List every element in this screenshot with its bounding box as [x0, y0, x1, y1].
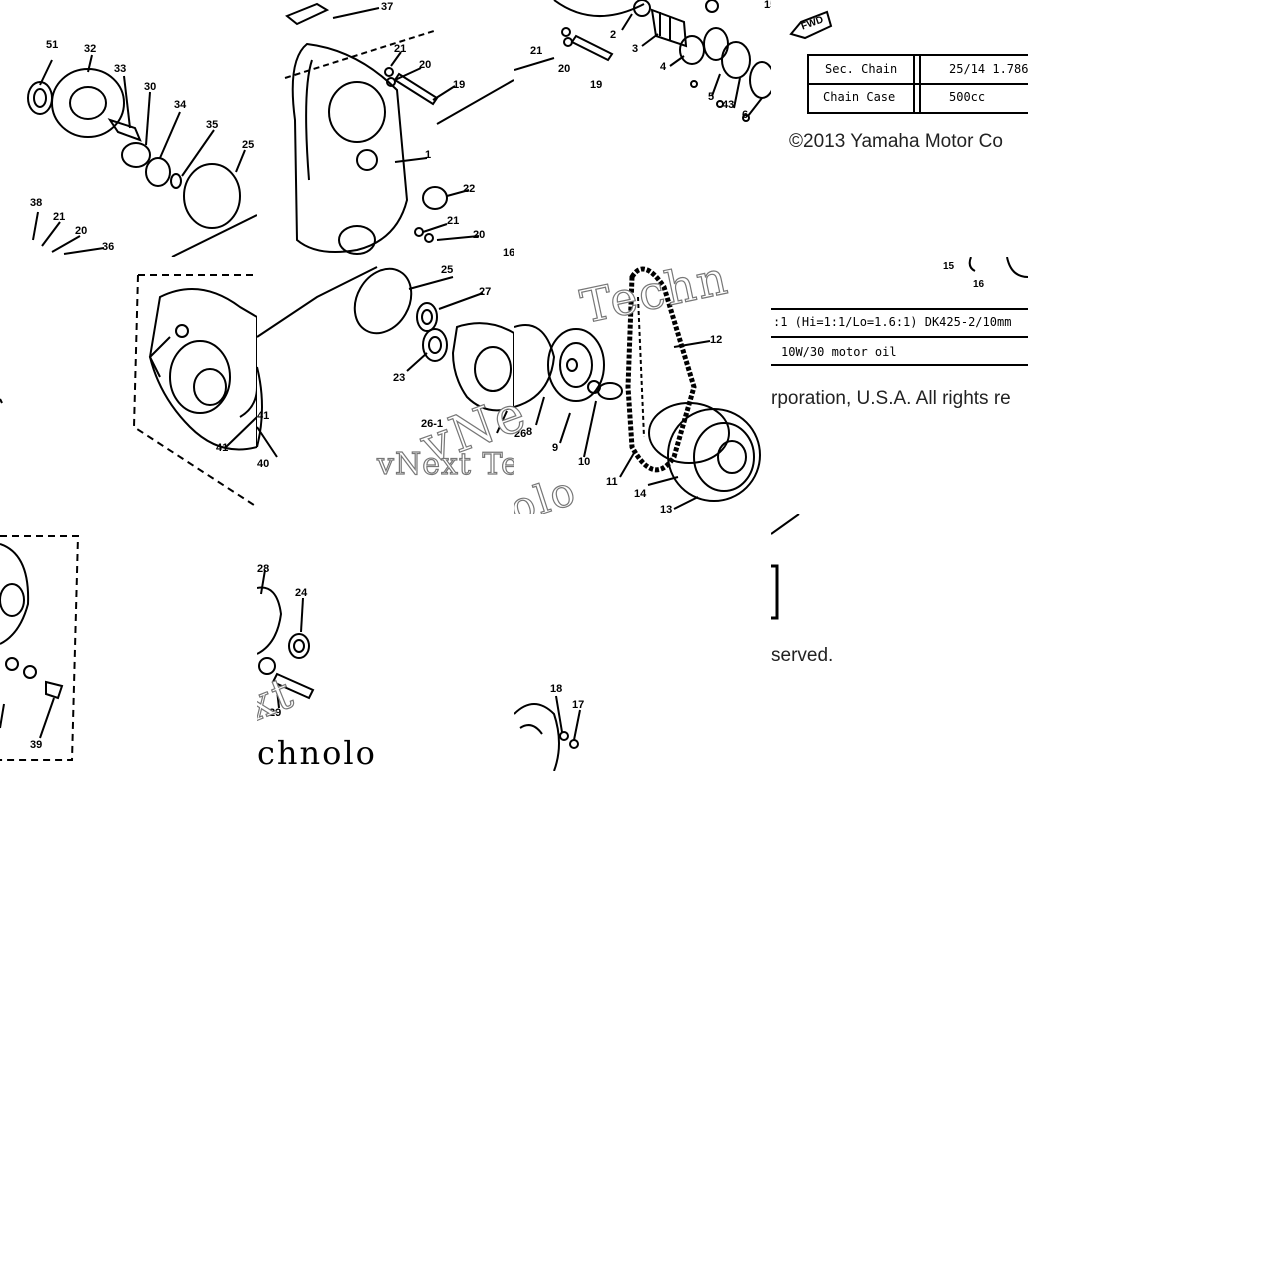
watermark-text-3: vNext Te [376, 446, 514, 482]
callout-29: 29 [269, 707, 282, 719]
watermark-text-6: chnolo [257, 734, 377, 771]
callout-19: 19 [453, 79, 466, 91]
callout-15: 15 [764, 0, 771, 11]
callout-27: 27 [479, 286, 492, 298]
callout-16: 16 [973, 279, 985, 290]
tile-pin-detail: 18 17 [514, 514, 771, 771]
callout-4: 4 [660, 61, 667, 73]
callout-23: 23 [393, 372, 406, 384]
callout-38: 38 [30, 197, 43, 209]
hub-assembly-drawing [27, 54, 257, 257]
case-left-drawing [0, 274, 257, 508]
spec-value-sec-chain: 25/14 1.786 [949, 62, 1028, 76]
callout-41: 41 [257, 410, 270, 422]
copyright-text-1: ©2013 Yamaha Motor Co [789, 131, 1003, 152]
tile-hub-assembly: 51 32 33 30 34 35 25 38 21 20 36 [0, 0, 257, 257]
case-detail-drawing [0, 535, 80, 761]
callout-17: 17 [572, 699, 585, 711]
callout-8: 8 [526, 426, 533, 438]
spec-table-2-drawing [771, 257, 1028, 366]
spec-value-chain-case: 500cc [949, 90, 986, 104]
callout-3: 3 [632, 43, 639, 55]
tile-bearing-case: 25 27 23 26-1 41 40 vNext Te [257, 257, 514, 514]
tile-spec-table-2: 15 16 :1 (Hi=1:1/Lo=1.6:1) DK425-2/10mm … [771, 257, 1028, 514]
callout-30: 30 [144, 81, 157, 93]
callout-34: 34 [174, 99, 187, 111]
callout-25: 25 [441, 264, 454, 276]
callout-16: 16 [503, 247, 514, 258]
tile-chain-sprocket: 12 8 9 10 11 14 13 26 Techn olo [514, 257, 771, 514]
tile-drive-sprocket: 2 3 4 5 43 6 21 20 19 15 [514, 0, 771, 257]
callout-5: 5 [708, 91, 715, 103]
callout-25: 25 [242, 139, 255, 151]
tile-case-detail: 39 [0, 514, 257, 771]
copyright-text-3: served. [771, 645, 834, 666]
spec-row-divider [809, 83, 1028, 85]
copyright-text-2: rporation, U.S.A. All rights re [771, 388, 1011, 409]
callout-12: 12 [710, 334, 723, 346]
callout-19: 19 [590, 79, 603, 91]
callout-35: 35 [206, 119, 219, 131]
tile-copyright-end: served. [771, 514, 1028, 771]
callout-13: 13 [660, 504, 673, 515]
callout-26: 26 [514, 428, 527, 440]
chain-cover-drawing [284, 2, 514, 255]
spec-label-sec-chain: Sec. Chain [825, 62, 898, 76]
tile-case-left: 41 [0, 257, 257, 514]
pin-detail-drawing [514, 695, 581, 771]
bearing-case-drawing [257, 266, 514, 458]
callout-43: 43 [722, 99, 735, 111]
bracket-drawing [771, 514, 800, 620]
tile-chain-cover: 37 21 20 19 1 22 21 20 16 [257, 0, 514, 257]
callout-40: 40 [257, 458, 270, 470]
callout-39: 39 [30, 739, 43, 751]
callout-28: 28 [257, 563, 270, 575]
callout-20: 20 [419, 59, 432, 71]
drive-sprocket-drawing [514, 0, 771, 122]
callout-1: 1 [425, 149, 432, 161]
callout-41: 41 [216, 442, 229, 454]
callout-21: 21 [530, 45, 543, 57]
callout-18: 18 [550, 683, 563, 695]
callout-6: 6 [742, 109, 749, 121]
spec-label-chain-case: Chain Case [823, 90, 896, 104]
tile-bolt-detail: 28 24 29 xt chnolo [257, 514, 514, 771]
callout-32: 32 [84, 43, 97, 55]
bolt-detail-drawing [257, 569, 315, 709]
callout-51: 51 [46, 39, 59, 51]
callout-36: 36 [102, 241, 115, 253]
callout-11: 11 [606, 476, 618, 488]
callout-15: 15 [943, 261, 955, 272]
callout-21: 21 [447, 215, 460, 227]
chain-sprocket-drawing [514, 266, 761, 510]
callout-20: 20 [75, 225, 88, 237]
callout-21: 21 [394, 43, 407, 55]
callout-33: 33 [114, 63, 127, 75]
callout-14: 14 [634, 488, 647, 500]
callout-10: 10 [578, 456, 591, 468]
fwd-arrow-drawing [789, 10, 833, 40]
spec-oil-text: 10W/30 motor oil [781, 345, 897, 359]
spec-ratio-text: :1 (Hi=1:1/Lo=1.6:1) DK425-2/10mm [773, 315, 1012, 329]
callout-20: 20 [558, 63, 571, 75]
callout-22: 22 [463, 183, 476, 195]
callout-24: 24 [295, 587, 308, 599]
callout-37: 37 [381, 1, 394, 13]
spec-table-1: Sec. Chain 25/14 1.786 Chain Case 500cc [807, 54, 1028, 114]
callout-21: 21 [53, 211, 66, 223]
tile-spec-table: FWD Sec. Chain 25/14 1.786 Chain Case 50… [771, 0, 1028, 257]
callout-26-1: 26-1 [421, 418, 444, 430]
callout-9: 9 [552, 442, 559, 454]
callout-20: 20 [473, 229, 486, 241]
callout-2: 2 [610, 29, 617, 41]
